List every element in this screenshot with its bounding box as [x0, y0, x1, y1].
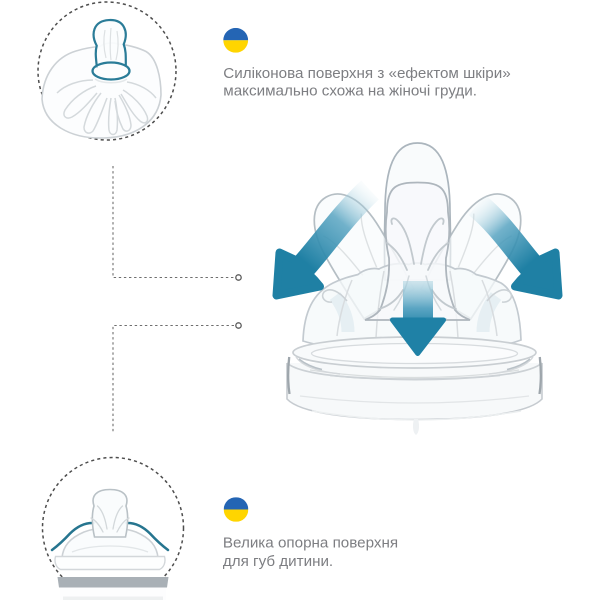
svg-text:Силіконова поверхня з «ефектом: Силіконова поверхня з «ефектом шкіри»	[223, 65, 510, 82]
svg-text:максимально схожа на жіночі гр: максимально схожа на жіночі груди.	[223, 83, 477, 100]
svg-text:Велика опорна поверхня: Велика опорна поверхня	[223, 535, 398, 552]
svg-text:для губ дитини.: для губ дитини.	[223, 553, 333, 570]
